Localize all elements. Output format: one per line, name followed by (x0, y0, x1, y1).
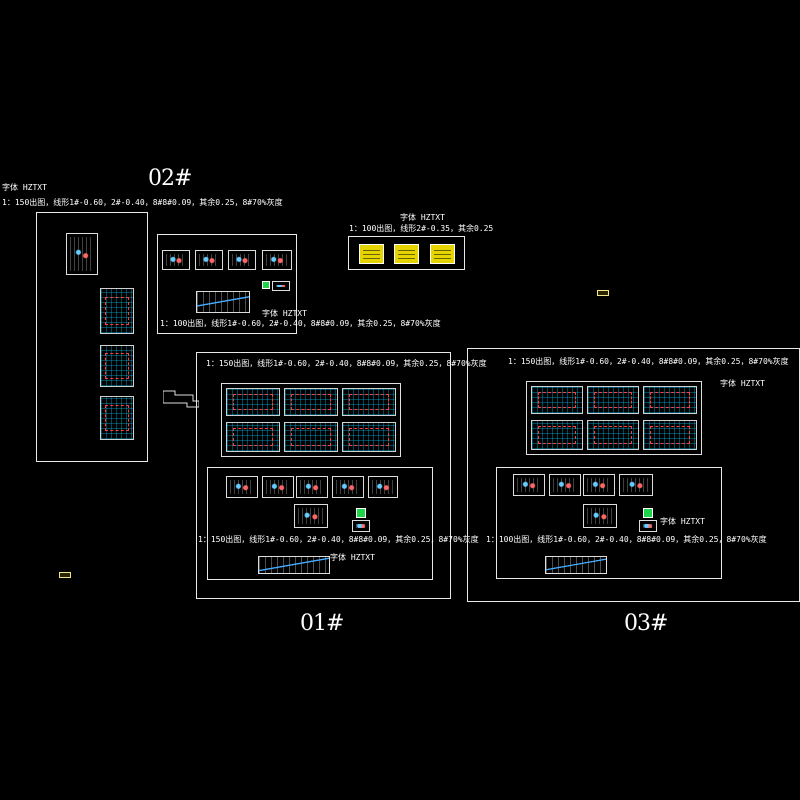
drawing-thumbnail[interactable] (368, 476, 398, 498)
floor-plan-thumbnail[interactable] (226, 388, 280, 416)
floor-plan-thumbnail[interactable] (342, 388, 396, 416)
elevation-thumbnail[interactable] (545, 556, 607, 574)
scale-note-03-bottom: 1：100出图，线形1#-0.60，2#-0.40，8#8#0.09，其余0.2… (486, 535, 767, 544)
floor-plan-thumbnail[interactable] (284, 422, 338, 452)
drawing-thumbnail[interactable] (513, 474, 545, 496)
font-note-left: 字体 HZTXT (2, 183, 47, 192)
drawing-thumbnail[interactable] (226, 476, 258, 498)
drawing-thumbnail[interactable] (549, 474, 581, 496)
drawing-frame-03[interactable] (467, 348, 800, 602)
floor-plan-thumbnail[interactable] (226, 422, 280, 452)
font-note-01: 字体 HZTXT (330, 553, 375, 562)
drawing-thumbnail[interactable] (262, 250, 292, 270)
elevation-thumbnail[interactable] (258, 556, 330, 574)
drawing-thumbnail[interactable] (583, 474, 615, 496)
floor-plan-thumbnail[interactable] (643, 420, 697, 450)
scale-note-01-top: 1：150出图，线形1#-0.60，2#-0.40，8#8#0.09，其余0.2… (206, 359, 487, 368)
drawing-thumbnail[interactable] (162, 250, 190, 270)
scale-note-left: 1：150出图，线形1#-0.60，2#-0.40，8#8#0.09，其余0.2… (2, 198, 283, 207)
font-note-top-middle: 字体 HZTXT (400, 213, 445, 222)
drawing-thumbnail[interactable] (272, 281, 290, 291)
drawing-thumbnail[interactable] (296, 476, 328, 498)
section-drawing-thumbnail[interactable] (359, 244, 384, 264)
sheet-label-01: 01# (300, 611, 344, 636)
font-note-02: 字体 HZTXT (262, 309, 307, 318)
floor-plan-thumbnail[interactable] (100, 345, 134, 387)
sheet-label-03: 03# (624, 611, 668, 636)
scale-note-03-top: 1：150出图，线形1#-0.60，2#-0.40，8#8#0.09，其余0.2… (508, 357, 789, 366)
floor-plan-thumbnail[interactable] (284, 388, 338, 416)
drawing-thumbnail[interactable] (619, 474, 653, 496)
drawing-thumbnail[interactable] (66, 233, 98, 275)
floor-plans-sheet-03[interactable] (526, 381, 702, 455)
drawing-thumbnail[interactable] (583, 504, 617, 528)
scale-note-02: 1：100出图，线形1#-0.60，2#-0.40，8#8#0.09，其余0.2… (160, 319, 441, 328)
green-marker (643, 508, 653, 518)
site-plan-thumbnail[interactable] (196, 291, 250, 313)
detail-frame-01[interactable] (207, 467, 433, 580)
drawing-frame-02-small[interactable] (157, 234, 297, 334)
drawing-thumbnail[interactable] (195, 250, 223, 270)
floor-plan-thumbnail[interactable] (342, 422, 396, 452)
green-marker (356, 508, 366, 518)
font-note-03-top: 字体 HZTXT (720, 379, 765, 388)
drawing-thumbnail[interactable] (294, 504, 328, 528)
scale-note-top-middle: 1：100出图，线形2#-0.35，其余0.25 (349, 224, 494, 233)
floor-plan-thumbnail[interactable] (100, 396, 134, 440)
block-marker[interactable] (59, 572, 71, 578)
floor-plans-sheet-01[interactable] (221, 383, 401, 457)
sheet-label-02: 02# (148, 166, 192, 191)
drawing-thumbnail[interactable] (262, 476, 294, 498)
green-marker (262, 281, 270, 289)
site-outline-shape (162, 389, 200, 409)
section-drawing-thumbnail[interactable] (394, 244, 419, 264)
drawing-thumbnail[interactable] (639, 520, 657, 532)
section-drawing-thumbnail[interactable] (430, 244, 455, 264)
drawing-frame-02-tall[interactable] (36, 212, 148, 462)
font-note-03-bottom: 字体 HZTXT (660, 517, 705, 526)
block-marker[interactable] (597, 290, 609, 296)
drawing-thumbnail[interactable] (228, 250, 256, 270)
drawing-frame-01[interactable] (196, 352, 451, 599)
floor-plan-thumbnail[interactable] (587, 420, 639, 450)
scale-note-01-bottom: 1：150出图，线形1#-0.60，2#-0.40，8#8#0.09，其余0.2… (198, 535, 479, 544)
drawing-thumbnail[interactable] (352, 520, 370, 532)
detail-frame-03[interactable] (496, 467, 722, 579)
floor-plan-thumbnail[interactable] (100, 288, 134, 334)
drawing-thumbnail[interactable] (332, 476, 364, 498)
floor-plan-thumbnail[interactable] (531, 386, 583, 414)
floor-plan-thumbnail[interactable] (531, 420, 583, 450)
floor-plan-thumbnail[interactable] (643, 386, 697, 414)
floor-plan-thumbnail[interactable] (587, 386, 639, 414)
drawing-frame-yellow-sheets[interactable] (348, 236, 465, 270)
